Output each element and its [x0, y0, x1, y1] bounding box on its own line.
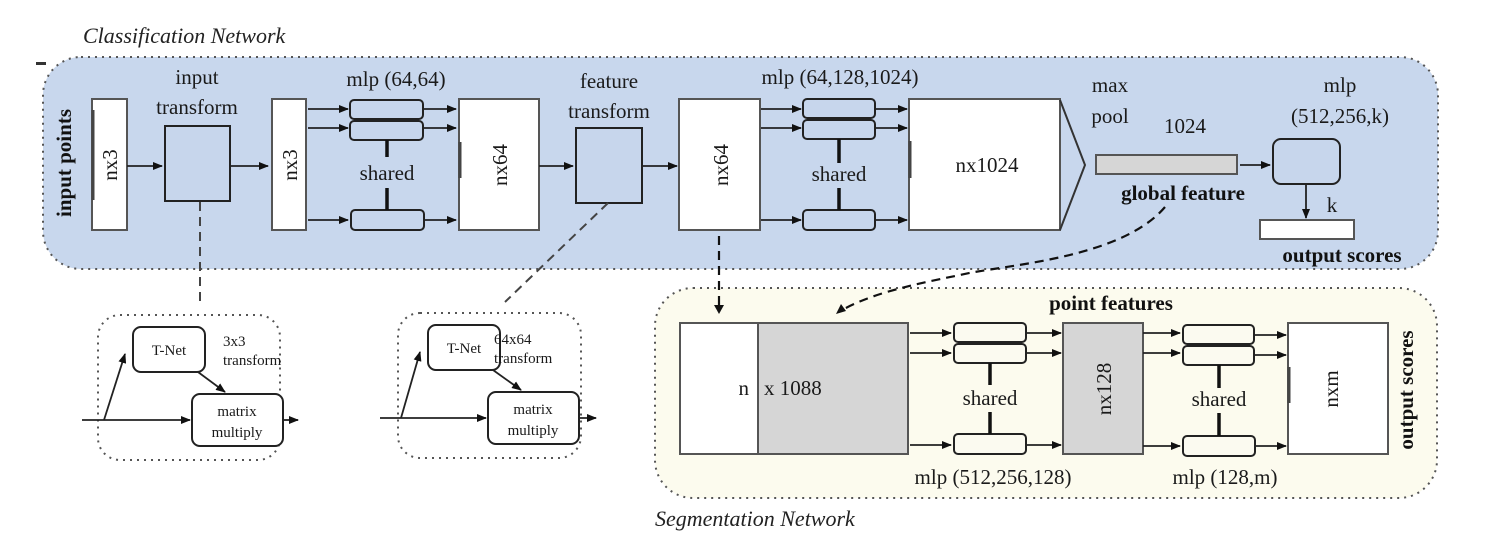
input-transform-label-2: transform: [156, 95, 238, 119]
seg-output-scores-label: output scores: [1394, 330, 1418, 449]
seg-mlp1-label: mlp (512,256,128): [915, 465, 1072, 489]
classification-network: Classification Network input points nx3 …: [36, 23, 1439, 270]
segmentation-network: Segmentation Network n x 1088 shared mlp…: [654, 206, 1438, 531]
seg-mlp1-layer-n: [953, 433, 1027, 455]
tnet-feature-matmul-2: multiply: [508, 423, 559, 439]
feature-box-2: [678, 98, 761, 231]
tnet-input-label: T-Net: [152, 343, 187, 359]
feature-box-1-label: nx64: [488, 144, 512, 187]
point-features-128-label: nx128: [1092, 363, 1116, 416]
seg-mlp1-layer-2: [953, 343, 1027, 364]
seg-mlp2-layer-1: [1182, 324, 1255, 345]
mlp1-layer-n: [350, 209, 425, 231]
mlp1-layer-1: [349, 99, 424, 120]
class-output-scores-bar: [1259, 219, 1355, 240]
tnet-feature-label: T-Net: [447, 341, 482, 357]
feature-box-2-label: nx64: [709, 144, 733, 187]
seg-mlp1-layer-1: [953, 322, 1027, 343]
global-feature-bar: [1095, 154, 1238, 175]
mlp3-box: [1272, 138, 1341, 185]
seg-mlp2-shared-label: shared: [1192, 387, 1247, 411]
mlp3-label-1: mlp: [1324, 73, 1357, 97]
seg-output-box: [1287, 322, 1389, 455]
tnet-input-box: [132, 326, 206, 373]
tnet-input-matmul-2: multiply: [212, 425, 263, 441]
maxpool-symbol: [1059, 99, 1087, 231]
segmentation-title: Segmentation Network: [655, 506, 856, 531]
tnet-input-transform-2: transform: [223, 353, 282, 369]
seg-mlp2-layer-2: [1182, 345, 1255, 366]
point-features-128-box: [1062, 322, 1144, 455]
tnet-feature-matmul-1: matrix: [513, 402, 553, 418]
mlp1-layer-2: [349, 120, 424, 141]
point-features-label: point features: [1049, 291, 1173, 315]
input-transform-label-1: input: [175, 65, 218, 89]
output-k-label: k: [1327, 193, 1338, 217]
feature-transform-label-2: transform: [568, 99, 650, 123]
point-features-1024-label: nx1024: [956, 153, 1020, 177]
global-feature-link: [841, 206, 1166, 311]
feature-transform-box: [575, 127, 643, 204]
concat-local-part: [679, 322, 760, 455]
mlp2-layer-2: [802, 119, 876, 140]
maxpool-label-1: max: [1092, 73, 1129, 97]
global-feature-label: global feature: [1121, 181, 1245, 205]
margin-mark: [36, 62, 46, 65]
mlp2-layer-1: [802, 98, 876, 119]
mlp2-shared-label: shared: [812, 162, 867, 186]
concat-n-label: n: [739, 376, 750, 400]
feature-box-1: [458, 98, 540, 231]
mlp1-label: mlp (64,64): [346, 67, 445, 91]
feature-transform-detail-link: [504, 202, 609, 303]
concat-global-part: [757, 322, 909, 455]
feature-transform-label-1: feature: [580, 69, 638, 93]
input-transform-box: [164, 125, 231, 202]
tnet-feature-transform-1: 64x64: [494, 332, 532, 348]
seg-mlp2-label: mlp (128,m): [1173, 465, 1278, 489]
mlp2-label: mlp (64,128,1024): [762, 65, 919, 89]
concat-dims-label: x 1088: [764, 376, 822, 400]
global-feature-size: 1024: [1164, 114, 1207, 138]
mlp2-layer-n: [802, 209, 876, 231]
seg-mlp1-shared-label: shared: [963, 386, 1018, 410]
class-output-scores-label: output scores: [1282, 243, 1401, 267]
tnet-input-detail: T-Net 3x3 transform matrix multiply: [82, 314, 299, 461]
classification-title: Classification Network: [83, 23, 287, 48]
maxpool-label-2: pool: [1091, 104, 1129, 128]
mlp1-shared-label: shared: [360, 161, 415, 185]
transformed-box-label: nx3: [278, 149, 302, 181]
input-box-label: nx3: [98, 149, 122, 181]
mlp3-label-2: (512,256,k): [1291, 104, 1389, 128]
seg-mlp2-layer-n: [1182, 435, 1256, 457]
tnet-feature-box: [427, 324, 501, 371]
transformed-points-box: [271, 98, 307, 231]
input-points-label: input points: [52, 109, 76, 217]
tnet-feature-detail: T-Net 64x64 transform matrix multiply: [380, 312, 597, 459]
tnet-input-matmul-1: matrix: [217, 404, 257, 420]
seg-output-box-label: nxm: [1319, 370, 1343, 407]
tnet-feature-transform-2: transform: [494, 351, 553, 367]
tnet-input-transform-1: 3x3: [223, 334, 246, 350]
